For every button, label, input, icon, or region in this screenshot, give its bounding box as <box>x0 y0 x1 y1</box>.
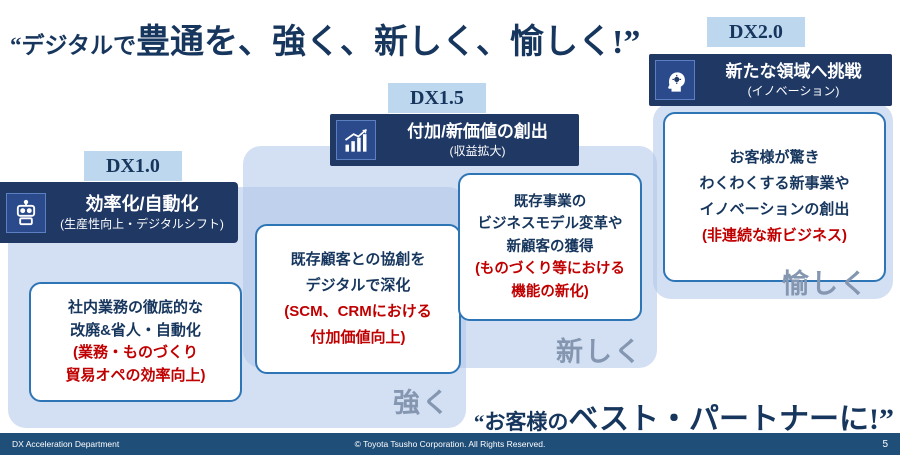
header-dx10: 効率化/自動化 (生産性向上・デジタルシフト) <box>0 182 238 243</box>
head-bulb-icon <box>655 60 695 100</box>
footer-department: DX Acceleration Department <box>12 439 120 449</box>
body-text-line: 既存顧客との協創を <box>290 250 426 268</box>
body-text-line: (非連続な新ビジネス) <box>702 227 847 245</box>
page-title-main: 豊通を、強く、新しく、愉しく!” <box>136 24 641 61</box>
page-number: 5 <box>882 438 888 450</box>
bar-chart-icon <box>336 120 376 160</box>
body-box-dx10: 社内業務の徹底的な 改廃&省人・自動化 (業務・ものづくり 貿易オペの効率向上) <box>29 282 242 402</box>
body-box-dx20: お客様が驚き わくわくする新事業や イノベーションの創出 (非連続な新ビジネス) <box>663 112 886 282</box>
bottom-slogan: “お客様のベスト・パートナーに!” <box>474 394 894 438</box>
header-title: 効率化/自動化 <box>85 193 199 214</box>
body-text-line: イノベーションの創出 <box>699 201 850 218</box>
slide-footer: DX Acceleration Department © Toyota Tsus… <box>0 433 900 455</box>
body-text-line: (業務・ものづくり <box>73 344 198 361</box>
keyword-dx20: 愉しく <box>782 269 869 299</box>
header-title: 新たな領域へ挑戦 <box>725 61 862 81</box>
header-dx15: 付加/新価値の創出 (収益拡大) <box>330 114 579 166</box>
header-subtitle: (収益拡大) <box>449 144 506 159</box>
header-subtitle: (イノベーション) <box>747 84 840 99</box>
tag-dx10: DX1.0 <box>84 151 182 181</box>
body-text-line: ビジネスモデル変革や <box>477 216 623 233</box>
body-text-line: 貿易オペの効率向上) <box>65 366 206 384</box>
page-title: “デジタルで豊通を、強く、新しく、愉しく!” <box>10 14 640 63</box>
body-text-line: 新顧客の獲得 <box>506 238 594 255</box>
header-subtitle: (生産性向上・デジタルシフト) <box>60 217 224 232</box>
robot-icon <box>6 192 46 233</box>
body-text-line: 機能の新化) <box>511 283 589 300</box>
page-title-prefix: “デジタルで <box>10 33 137 58</box>
keyword-dx10: 強く <box>393 388 451 418</box>
keyword-dx15: 新しく <box>556 337 643 367</box>
header-dx20: 新たな領域へ挑戦 (イノベーション) <box>649 54 892 106</box>
body-text-line: わくわくする新事業や <box>699 174 850 192</box>
body-box-dx15-business-model: 既存事業の ビジネスモデル変革や 新顧客の獲得 (ものづくり等における 機能の新… <box>458 173 642 321</box>
header-title: 付加/新価値の創出 <box>407 121 548 141</box>
body-text-line: 改廃&省人・自動化 <box>70 321 201 339</box>
tag-dx15: DX1.5 <box>388 83 486 113</box>
body-box-dx15-customers: 既存顧客との協創を デジタルで深化 (SCM、CRMにおける 付加価値向上) <box>255 224 461 374</box>
footer-copyright: © Toyota Tsusho Corporation. All Rights … <box>354 439 546 449</box>
tag-dx20: DX2.0 <box>707 17 805 47</box>
body-text-line: お客様が驚き <box>729 148 820 166</box>
body-text-line: デジタルで深化 <box>305 276 411 294</box>
body-text-line: (ものづくり等における <box>475 261 625 278</box>
body-text-line: 付加価値向上) <box>310 329 406 347</box>
body-text-line: 社内業務の徹底的な <box>67 299 203 316</box>
body-text-line: 既存事業の <box>513 193 587 210</box>
body-text-line: (SCM、CRMにおける <box>284 303 432 320</box>
bottom-slogan-main: ベスト・パートナーに!” <box>568 403 894 436</box>
bottom-slogan-prefix: “お客様の <box>473 410 569 434</box>
